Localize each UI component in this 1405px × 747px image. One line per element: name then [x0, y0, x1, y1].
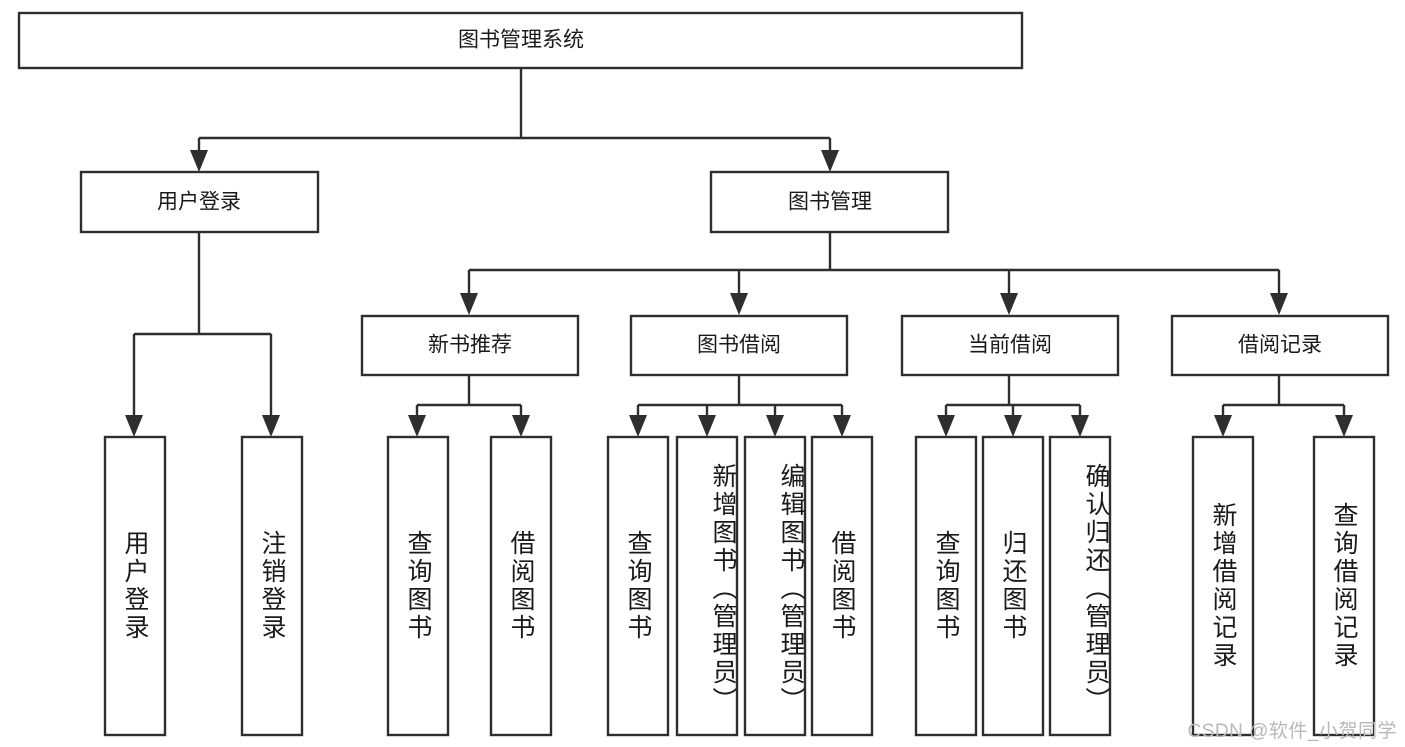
connector-borrow-record-to-leaves — [1214, 375, 1353, 437]
leaf-boxes — [103, 435, 1376, 737]
leaf-box-return-book[interactable] — [981, 435, 1045, 737]
leaf-box-query-book-3[interactable] — [914, 435, 978, 737]
node-root[interactable]: 图书管理系统 — [17, 11, 1024, 70]
leaf-box-borrow-book-1[interactable] — [489, 435, 553, 737]
node-book-management-label: 图书管理 — [788, 191, 872, 214]
leaf-box-user-login[interactable] — [103, 435, 167, 737]
watermark-text: CSDN @软件_小贺同学 — [1187, 721, 1397, 742]
arrow-head-new-book-recommend — [460, 293, 478, 315]
connector-book-management-to-level2 — [460, 232, 1288, 315]
arrow-head-br-1 — [1214, 415, 1232, 437]
arrow-head-bb-2 — [698, 415, 716, 437]
node-book-borrow-box[interactable] — [629, 314, 849, 377]
node-borrow-record-box[interactable] — [1170, 314, 1390, 377]
node-root-box[interactable] — [17, 11, 1024, 70]
leaf-box-query-book-2[interactable] — [606, 435, 670, 737]
connector-root-to-level1 — [190, 68, 839, 172]
arrow-head-br-2 — [1335, 415, 1353, 437]
node-current-borrow-box[interactable] — [900, 314, 1120, 377]
leaf-box-edit-book[interactable] — [743, 435, 807, 737]
node-current-borrow[interactable]: 当前借阅 — [900, 314, 1120, 377]
node-book-borrow-label: 图书借阅 — [697, 334, 781, 357]
connector-new-book-recommend-to-leaves — [408, 375, 530, 437]
leaf-box-query-record[interactable] — [1312, 435, 1376, 737]
arrow-head-cb-2 — [1004, 415, 1022, 437]
node-book-management[interactable]: 图书管理 — [709, 170, 950, 234]
connector-user-login-to-leaves — [125, 232, 280, 437]
node-user-login-label: 用户登录 — [157, 191, 241, 214]
arrow-head-nbr-1 — [408, 415, 426, 437]
node-book-management-box[interactable] — [709, 170, 950, 234]
arrow-head-leaf-user-login — [125, 415, 143, 437]
arrow-head-bb-3 — [766, 415, 784, 437]
node-user-login-box[interactable] — [79, 170, 320, 234]
node-new-book-recommend-label: 新书推荐 — [428, 334, 512, 357]
arrow-head-cb-1 — [937, 415, 955, 437]
arrow-head-user-login — [190, 150, 208, 172]
node-new-book-recommend[interactable]: 新书推荐 — [360, 314, 580, 377]
leaf-box-add-record[interactable] — [1191, 435, 1255, 737]
leaf-box-user-logout[interactable] — [240, 435, 304, 737]
node-book-borrow[interactable]: 图书借阅 — [629, 314, 849, 377]
leaf-box-query-book-1[interactable] — [386, 435, 450, 737]
node-new-book-recommend-box[interactable] — [360, 314, 580, 377]
leaf-box-borrow-book-2[interactable] — [810, 435, 874, 737]
leaf-box-add-book[interactable] — [675, 435, 739, 737]
node-current-borrow-label: 当前借阅 — [968, 334, 1052, 357]
arrow-head-cb-3 — [1071, 415, 1089, 437]
connector-book-borrow-to-leaves — [629, 375, 851, 437]
arrow-head-leaf-user-logout — [262, 415, 280, 437]
arrow-head-book-borrow — [730, 293, 748, 315]
node-user-login[interactable]: 用户登录 — [79, 170, 320, 234]
node-borrow-record[interactable]: 借阅记录 — [1170, 314, 1390, 377]
arrow-head-bb-1 — [629, 415, 647, 437]
arrow-head-bb-4 — [833, 415, 851, 437]
node-root-label: 图书管理系统 — [458, 29, 584, 52]
arrow-head-book-management — [821, 150, 839, 172]
leaf-box-confirm-return[interactable] — [1048, 435, 1112, 737]
arrow-head-borrow-record — [1270, 293, 1288, 315]
arrow-head-nbr-2 — [512, 415, 530, 437]
arrow-head-current-borrow — [1000, 293, 1018, 315]
node-borrow-record-label: 借阅记录 — [1238, 334, 1322, 357]
connector-current-borrow-to-leaves — [937, 375, 1089, 437]
